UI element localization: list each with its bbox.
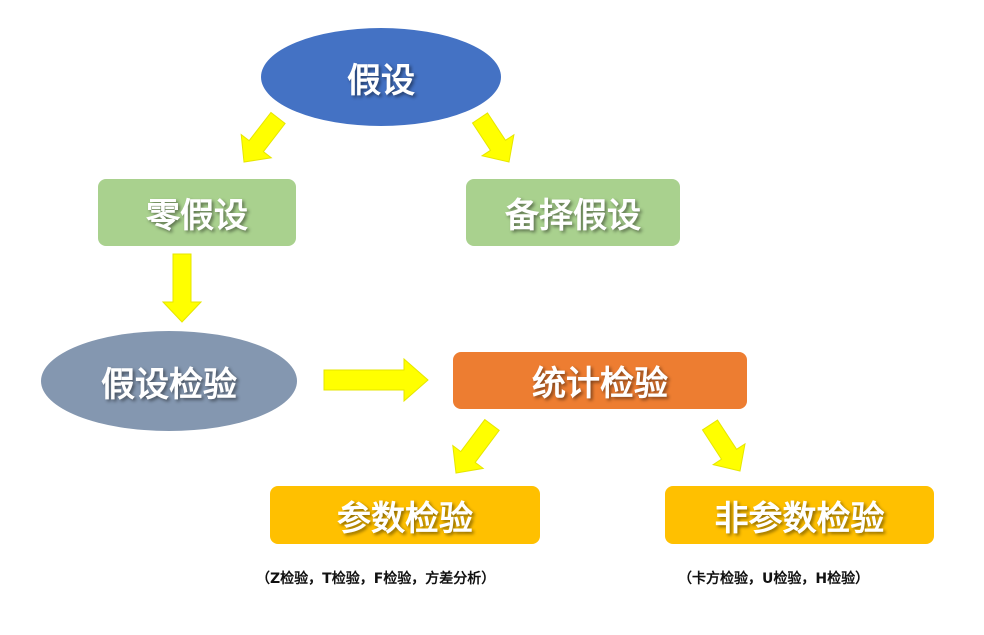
parametric-examples-note: （Z检验，T检验，F检验，方差分析） bbox=[256, 571, 496, 587]
arrow-statistical-to-parametric bbox=[452, 418, 500, 474]
nonparametric-test-label: 非参数检验 bbox=[714, 498, 885, 539]
hypothesis-root-node: 假设 bbox=[261, 28, 501, 126]
arrow-root-to-null-hypothesis bbox=[240, 111, 286, 163]
arrow-root-to-alternative-hypothesis bbox=[471, 112, 515, 163]
arrow-null-hypothesis-to-testing bbox=[161, 253, 203, 323]
hypothesis-testing-node: 假设检验 bbox=[41, 331, 297, 431]
statistical-test-label: 统计检验 bbox=[532, 364, 668, 404]
arrow-statistical-to-nonparametric bbox=[701, 419, 746, 472]
alternative-hypothesis-label: 备择假设 bbox=[505, 196, 641, 236]
hypothesis-root-label: 假设 bbox=[347, 60, 415, 101]
nonparametric-test-node: 非参数检验 bbox=[665, 486, 934, 544]
null-hypothesis-label: 零假设 bbox=[146, 196, 248, 236]
statistical-test-node: 统计检验 bbox=[453, 352, 747, 409]
nonparametric-examples-note: （卡方检验，U检验，H检验） bbox=[678, 571, 870, 587]
arrow-testing-to-statistical-test bbox=[323, 357, 429, 403]
parametric-test-node: 参数检验 bbox=[270, 486, 540, 544]
alternative-hypothesis-node: 备择假设 bbox=[466, 179, 680, 246]
null-hypothesis-node: 零假设 bbox=[98, 179, 296, 246]
parametric-test-label: 参数检验 bbox=[337, 498, 473, 539]
hypothesis-testing-label: 假设检验 bbox=[101, 364, 237, 405]
